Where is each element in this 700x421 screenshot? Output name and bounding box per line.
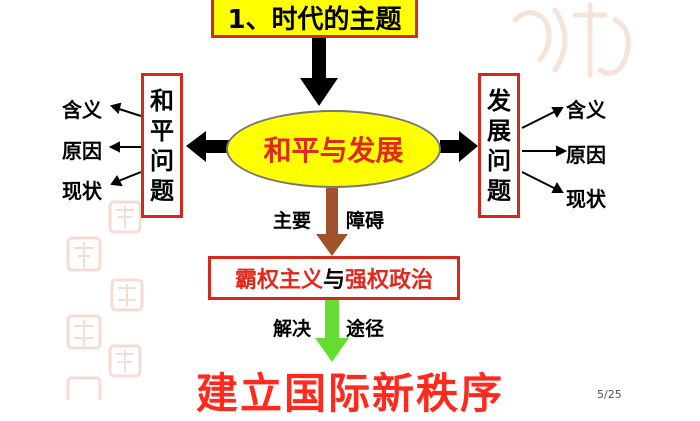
- diagram-arrows: [108, 38, 568, 362]
- seal-watermark-left-6: [66, 376, 102, 400]
- peace-box-char: 和: [150, 86, 174, 115]
- peace-problem-box: 和 平 问 题: [141, 73, 183, 218]
- solution-label-way: 途径: [346, 318, 385, 340]
- seal-watermark-left-4: [66, 314, 102, 350]
- core-theme-ellipse: 和平与发展: [226, 110, 441, 188]
- seal-watermark-left-1: [108, 200, 142, 234]
- peace-item-status: 现状: [62, 179, 102, 203]
- arrow-development-item-1: [521, 107, 564, 129]
- arrow-core-to-peace: [186, 131, 229, 162]
- development-box-char: 题: [487, 176, 511, 205]
- arrow-peace-item-3: [110, 171, 142, 187]
- obstacle-label-main: 主要: [273, 210, 312, 232]
- development-box-char: 发: [487, 86, 511, 115]
- solution-label-solve: 解决: [273, 318, 312, 340]
- seal-watermark-left-5: [108, 344, 142, 378]
- arrow-development-item-3: [521, 171, 564, 193]
- arrow-core-to-development: [440, 131, 478, 162]
- peace-item-meaning: 含义: [62, 98, 102, 122]
- title-box: 1、时代的主题: [211, 0, 418, 38]
- peace-box-char: 问: [150, 146, 174, 175]
- development-item-meaning: 含义: [566, 98, 606, 122]
- page-number: 5/25: [597, 388, 622, 401]
- solution-text: 建立国际新秩序: [196, 369, 505, 418]
- development-item-cause: 原因: [566, 143, 606, 167]
- arrow-core-to-obstacle: [316, 188, 348, 256]
- obstacle-hegemonism: 霸权主义: [234, 268, 323, 293]
- arrow-obstacle-to-solution: [315, 300, 349, 362]
- arrow-peace-item-2: [108, 141, 141, 153]
- obstacle-power-politics: 强权政治: [345, 268, 434, 293]
- development-box-char: 展: [487, 116, 511, 145]
- obstacle-box: 霸权主义 与 强权政治: [208, 256, 460, 300]
- development-item-status: 现状: [566, 187, 606, 211]
- core-theme-text: 和平与发展: [263, 134, 404, 167]
- development-problem-box: 发 展 问 题: [478, 73, 520, 218]
- seal-watermark-left-2: [66, 236, 102, 272]
- seal-watermark-left-3: [110, 278, 144, 312]
- seal-watermark-top-right: [512, 2, 631, 78]
- obstacle-connector: 与: [322, 268, 345, 293]
- peace-item-cause: 原因: [62, 139, 102, 163]
- peace-box-char: 题: [150, 176, 174, 205]
- peace-box-char: 平: [150, 116, 174, 145]
- arrow-peace-item-1: [110, 102, 142, 117]
- arrow-development-item-2: [522, 145, 568, 157]
- title-text: 1、时代的主题: [227, 4, 402, 35]
- obstacle-label-barrier: 障碍: [346, 210, 385, 232]
- arrow-title-to-core: [300, 38, 338, 106]
- development-box-char: 问: [487, 146, 511, 175]
